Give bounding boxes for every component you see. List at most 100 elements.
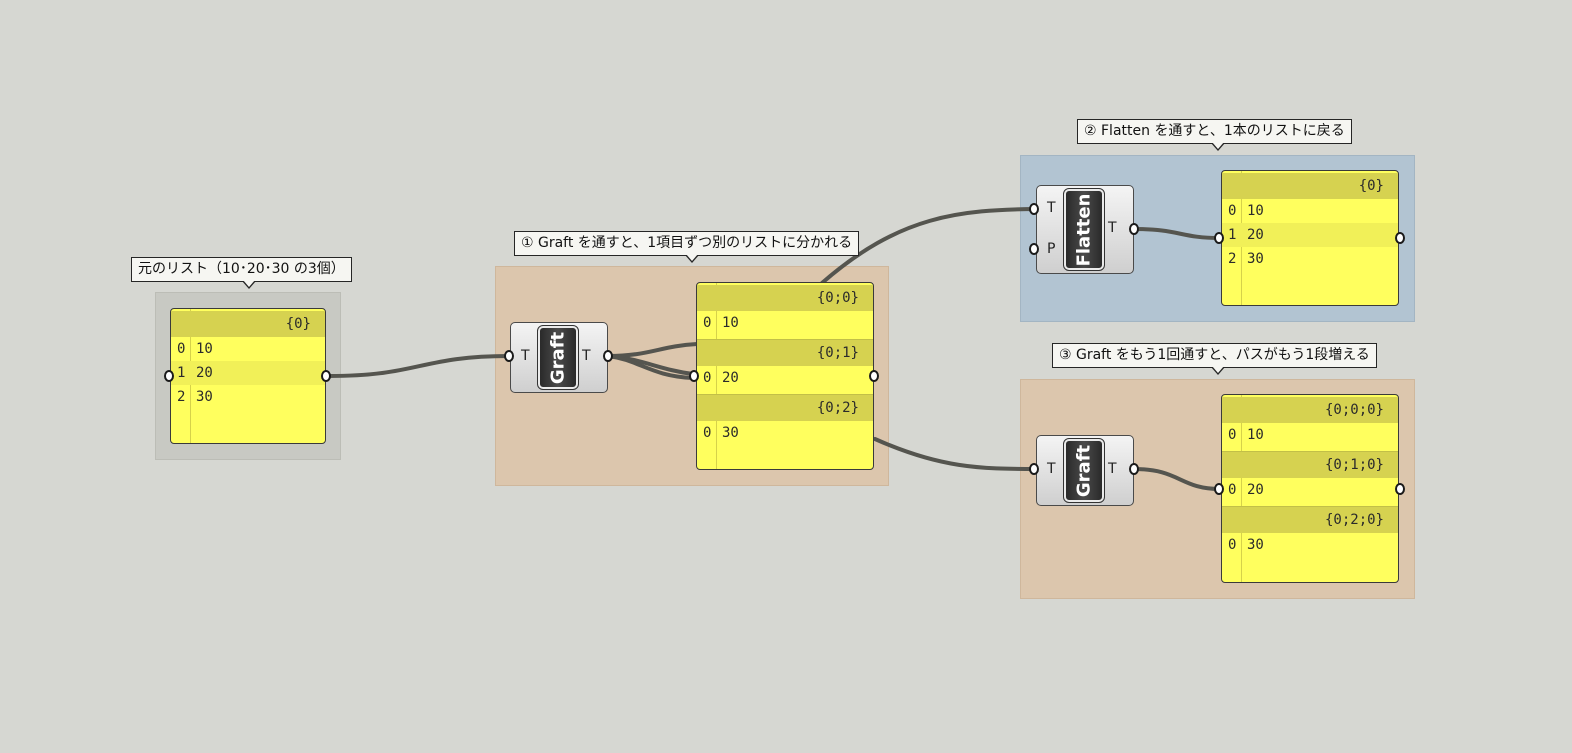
item-value: 10 xyxy=(196,341,213,357)
flatten-component[interactable]: T P Flatten T xyxy=(1036,185,1134,274)
graft-2-output-grip[interactable] xyxy=(1129,463,1139,475)
panel-item-row: 0 30 xyxy=(697,421,873,445)
item-value: 20 xyxy=(196,365,213,381)
branch-separator xyxy=(1222,506,1398,507)
panel-grafted-twice-output-grip[interactable] xyxy=(1395,483,1405,495)
item-index: 1 xyxy=(177,365,186,381)
item-value: 20 xyxy=(1247,227,1264,243)
panel-item-row: 1 20 xyxy=(1222,223,1398,247)
graft-input-label: T xyxy=(521,348,530,364)
item-index: 0 xyxy=(1228,537,1237,553)
graft-2-input-grip[interactable] xyxy=(1029,463,1039,475)
item-value: 10 xyxy=(1247,427,1264,443)
item-index: 0 xyxy=(177,341,186,357)
callout-graft-2: ③ Graft をもう1回通すと、パスがもう1段増える xyxy=(1052,343,1377,375)
callout-pointer xyxy=(1211,366,1225,375)
callout-pointer xyxy=(685,254,699,263)
panel-grafted-input-grip[interactable] xyxy=(689,370,699,382)
panel-index-gutter xyxy=(1241,395,1242,582)
graft-2-name-plate: Graft xyxy=(1063,438,1105,503)
branch-path-header: {0;0;0} xyxy=(1222,397,1398,423)
graft-name-plate: Graft xyxy=(537,325,579,390)
panel-flattened-input-grip[interactable] xyxy=(1214,232,1224,244)
graft-1-output-grip[interactable] xyxy=(603,350,613,362)
item-value: 10 xyxy=(1247,203,1264,219)
graft-1-input-grip[interactable] xyxy=(504,350,514,362)
wire-graft-branch-0 xyxy=(606,342,699,358)
branch-path-header: {0} xyxy=(1222,173,1398,199)
flatten-t-input-grip[interactable] xyxy=(1029,203,1039,215)
panel-item-row: 0 30 xyxy=(1222,533,1398,557)
callout-graft-2-text: ③ Graft をもう1回通すと、パスがもう1段増える xyxy=(1059,347,1370,363)
callout-flatten: ② Flatten を通すと、1本のリストに戻る xyxy=(1077,119,1352,151)
panel-item-row: 1 20 xyxy=(171,361,325,385)
graft-component-2[interactable]: T Graft T xyxy=(1036,435,1134,506)
branch-path-header: {0;1} xyxy=(697,340,873,366)
flatten-output-grip[interactable] xyxy=(1129,223,1139,235)
panel-item-row: 0 10 xyxy=(1222,423,1398,447)
item-index: 1 xyxy=(1228,227,1237,243)
item-index: 2 xyxy=(1228,251,1237,267)
flatten-input-p-label: P xyxy=(1047,241,1056,257)
item-value: 20 xyxy=(722,370,739,386)
panel-item-row: 2 30 xyxy=(171,385,325,409)
panel-flattened-output-grip[interactable] xyxy=(1395,232,1405,244)
branch-path-header: {0;0} xyxy=(697,285,873,311)
item-value: 10 xyxy=(722,315,739,331)
callout-original: 元のリスト（10･20･30 の3個） xyxy=(131,257,352,289)
callout-graft-1: ① Graft を通すと、1項目ずつ別のリストに分かれる xyxy=(514,231,860,263)
item-value: 30 xyxy=(722,425,739,441)
flatten-input-t-label: T xyxy=(1047,200,1056,216)
branch-path-header: {0;1;0} xyxy=(1222,452,1398,478)
branch-separator xyxy=(697,394,873,395)
panel-item-row: 0 10 xyxy=(697,311,873,335)
branch-separator xyxy=(1222,451,1398,452)
item-index: 0 xyxy=(1228,427,1237,443)
wire-graft-to-flatten xyxy=(820,207,1038,285)
panel-item-row: 0 20 xyxy=(697,366,873,390)
flatten-name-plate: Flatten xyxy=(1063,188,1105,271)
callout-graft-1-text: ① Graft を通すと、1項目ずつ別のリストに分かれる xyxy=(521,235,853,251)
callout-pointer xyxy=(242,280,256,289)
wire-graft2-to-panel xyxy=(1132,467,1222,491)
item-value: 30 xyxy=(1247,251,1264,267)
panel-item-row: 0 10 xyxy=(171,337,325,361)
branch-path-header: {0} xyxy=(171,311,325,337)
flatten-p-input-grip[interactable] xyxy=(1029,243,1039,255)
item-value: 30 xyxy=(1247,537,1264,553)
panel-grafted-twice-input-grip[interactable] xyxy=(1214,483,1224,495)
item-index: 0 xyxy=(703,425,712,441)
callout-flatten-text: ② Flatten を通すと、1本のリストに戻る xyxy=(1084,123,1345,139)
item-index: 0 xyxy=(1228,203,1237,219)
branch-path-header: {0;2;0} xyxy=(1222,507,1398,533)
item-value: 30 xyxy=(196,389,213,405)
callout-original-text: 元のリスト（10･20･30 の3個） xyxy=(138,261,345,277)
wire-original-to-graft xyxy=(327,354,512,378)
panel-original-list[interactable]: {0} 0 10 1 20 2 30 xyxy=(170,308,326,444)
item-index: 2 xyxy=(177,389,186,405)
graft-2-name: Graft xyxy=(1073,444,1095,497)
panel-original-output-grip[interactable] xyxy=(321,370,331,382)
graft-2-output-label: T xyxy=(1108,461,1117,477)
callout-pointer xyxy=(1211,142,1225,151)
panel-grafted-output-grip[interactable] xyxy=(869,370,879,382)
flatten-output-label: T xyxy=(1108,220,1117,236)
panel-original-input-grip[interactable] xyxy=(164,370,174,382)
graft-name: Graft xyxy=(547,331,569,384)
panel-item-row: 2 30 xyxy=(1222,247,1398,271)
item-index: 0 xyxy=(1228,482,1237,498)
item-index: 0 xyxy=(703,315,712,331)
graft-component-1[interactable]: T Graft T xyxy=(510,322,608,393)
wire-flatten-to-panel xyxy=(1132,227,1222,240)
wire-graft-branch-2 xyxy=(606,354,695,380)
panel-item-row: 0 10 xyxy=(1222,199,1398,223)
graft-2-input-label: T xyxy=(1047,461,1056,477)
item-index: 0 xyxy=(703,370,712,386)
graft-output-label: T xyxy=(582,348,591,364)
panel-flattened-list[interactable]: {0} 0 10 1 20 2 30 xyxy=(1221,170,1399,306)
